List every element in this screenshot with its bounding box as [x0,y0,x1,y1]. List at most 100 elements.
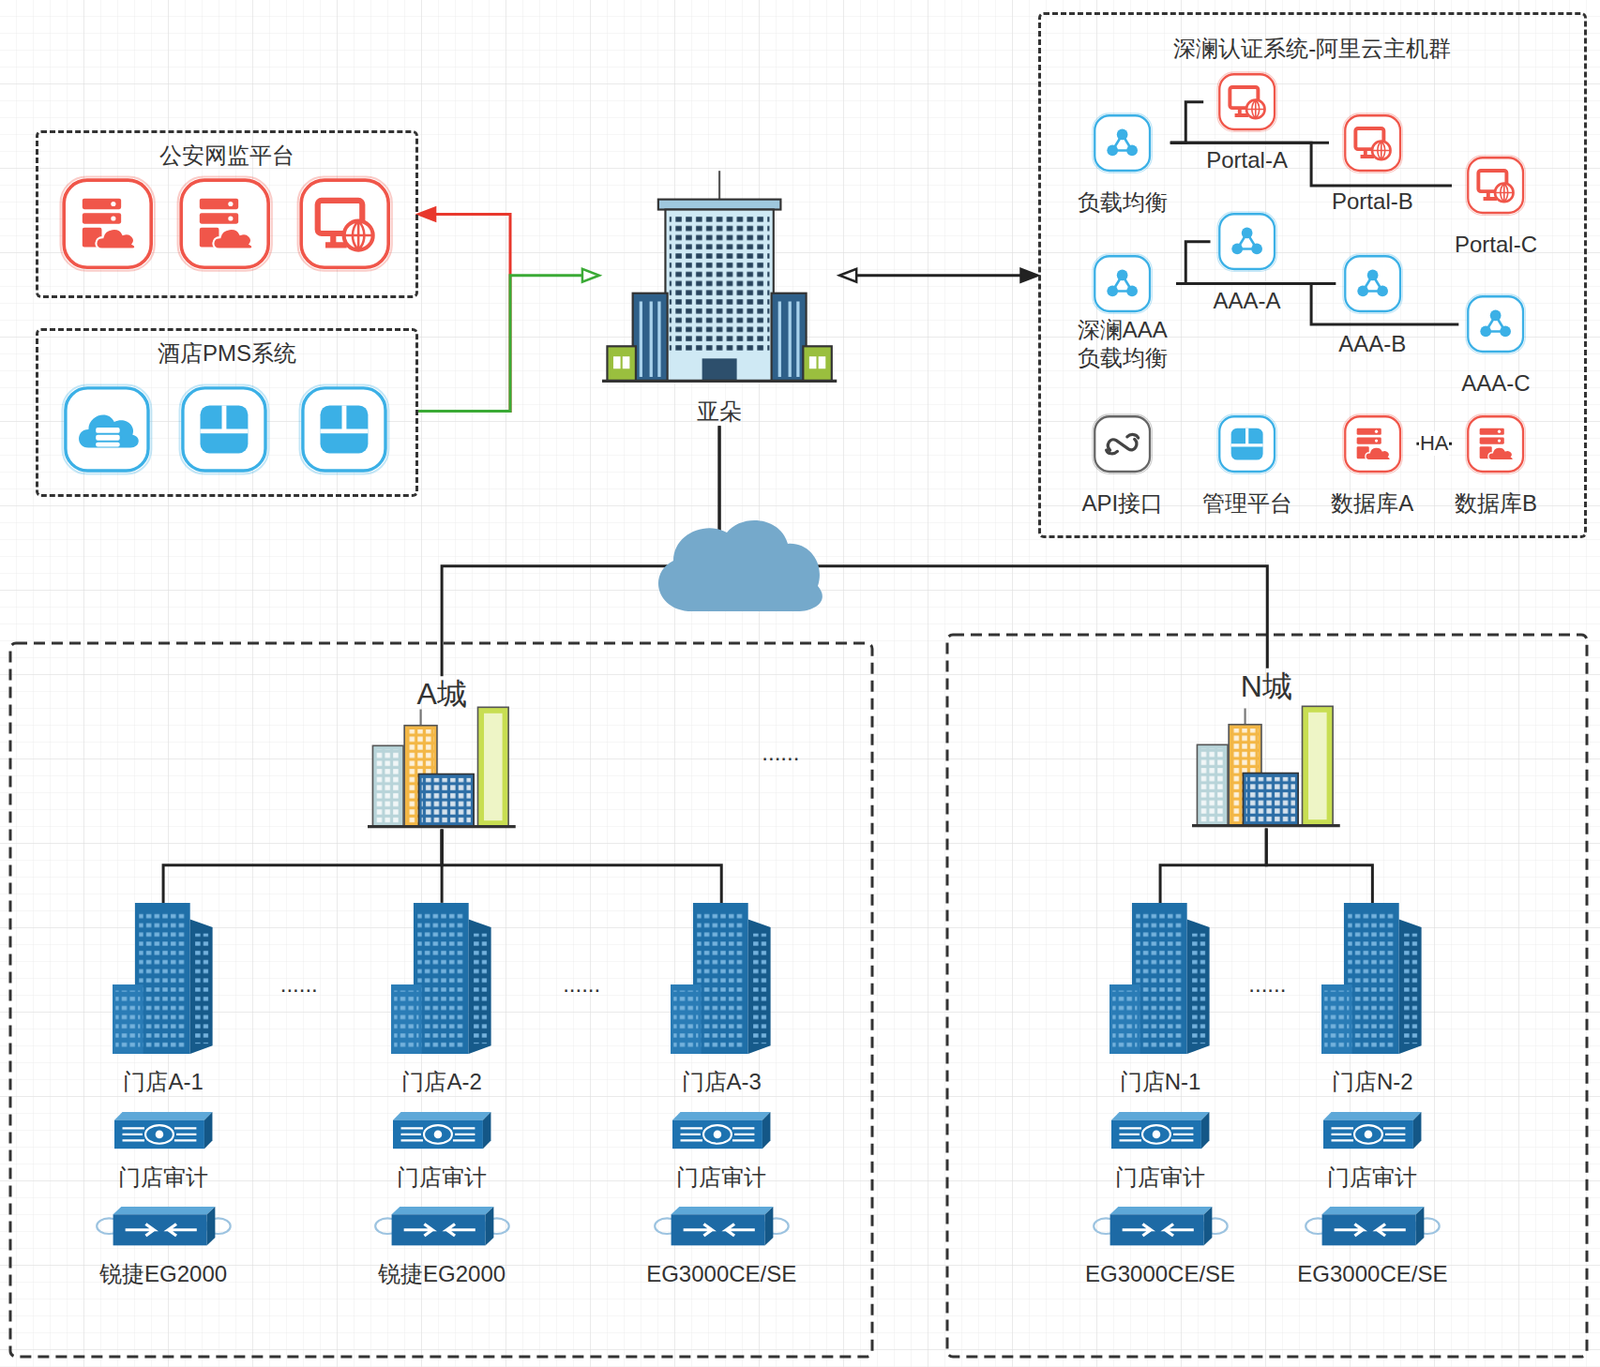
connector [1176,283,1459,325]
shape-rect [658,198,782,210]
shape-circle [343,221,373,251]
shape-polygon [762,1112,771,1149]
connector-line [1170,142,1452,186]
shape-rect [60,177,155,272]
connector-line [1266,828,1373,903]
shape-rect [1092,113,1152,173]
icon-node: 门店N-1门店审计EG3000CE/SE [1082,903,1238,1289]
shape-rect [1219,74,1275,130]
connector-line [163,830,442,904]
shape-rect [114,1120,205,1149]
node-label: 门店N-2 [1331,1069,1414,1097]
blb-icon [1342,253,1404,315]
shape-rect [181,180,269,268]
city-region-n [947,634,1587,1358]
node-label: AAA-B [1338,331,1406,359]
node-label: 锐捷EG2000 [377,1261,506,1289]
shape-path [124,1224,197,1237]
shape-rect [376,749,401,823]
shape-rect [194,934,209,1044]
shape-rect [1468,158,1525,214]
shape-path [1494,183,1514,203]
shape-rect [1092,414,1152,474]
node-label: Portal-C [1454,231,1538,259]
shape-polygon [483,1112,492,1149]
icon-node: AAA-C [1458,293,1533,397]
icon-node: 负载均衡 [1074,112,1171,217]
shape-path [1118,1128,1193,1141]
shape-rect [1219,416,1275,472]
shape-path [1365,447,1390,461]
node-label: API接口 [1081,490,1163,518]
shape-polygon [1201,1112,1210,1149]
connector-line [1170,102,1204,144]
shape-rect [417,911,465,1051]
shape-rect [670,1214,765,1246]
shape-polygon [204,1112,213,1149]
shape-path [95,228,136,249]
connector [418,213,511,411]
shape-circle [1126,144,1138,156]
shape-polygon [1416,1207,1425,1246]
shape-line [420,709,423,725]
node-label: 门店审计 [118,1164,209,1193]
node-label: 深澜认证系统-阿里云主机群 [1041,35,1585,63]
shape-rect [1356,437,1381,444]
shape-ellipse [145,1125,174,1145]
store-icon [112,903,215,1055]
shape-rect [1243,772,1299,826]
shape-rect [180,385,270,475]
router-icon [1303,1207,1442,1246]
connector [163,830,442,904]
shape-circle [1497,429,1501,433]
connector-line [418,213,511,411]
ellipsis-label: ...... [280,971,318,999]
shape-circle [1106,285,1118,297]
node-label: 数据库B [1454,490,1538,518]
shape-rect [472,934,487,1044]
connector [1170,142,1452,186]
city-icon [1192,702,1341,830]
shape-rect [413,903,469,1055]
icon-node: 门店A-1门店审计锐捷EG2000 [91,903,236,1289]
shape-path [319,406,368,432]
shape-polygon [1186,919,1209,1055]
shape-path [680,1128,755,1141]
shape-rect [1094,416,1150,472]
bcloud-icon [60,383,153,476]
shape-rect [1479,427,1505,435]
icon-node: 亚朵 [599,168,840,427]
group-box: 公安网监平台 [35,130,419,298]
shape-circle [1497,438,1501,442]
shape-rect [664,209,773,381]
shape-circle [1374,438,1378,442]
shape-circle [1106,144,1118,156]
shape-rect [802,346,831,381]
shape-circle [1116,269,1129,281]
shape-path [1246,100,1266,120]
rweb-icon [1342,112,1404,174]
shape-rect [1217,72,1277,132]
shape-rect [393,990,419,1050]
shape-rect [702,358,738,381]
router-icon [94,1207,233,1246]
shape-polygon [467,919,491,1055]
shape-polygon [206,1207,215,1246]
shape-path [78,415,139,449]
shape-circle [1251,243,1263,256]
shape-path [1121,1224,1193,1237]
rweb-icon [1216,71,1278,133]
shape-ellipse [703,1125,732,1145]
edge-label: HA [1418,431,1450,456]
audit-icon [392,1112,491,1149]
shape-path [1372,140,1391,160]
shape-polygon [1413,1112,1422,1149]
shape-path [1106,434,1139,453]
node-label: 门店审计 [676,1164,767,1193]
node-label: AAA-C [1461,370,1530,398]
shape-rect [622,356,631,369]
node-label: 数据库A [1330,490,1414,518]
shape-path [1231,427,1264,445]
icon-node: 门店A-2门店审计锐捷EG2000 [370,903,514,1289]
